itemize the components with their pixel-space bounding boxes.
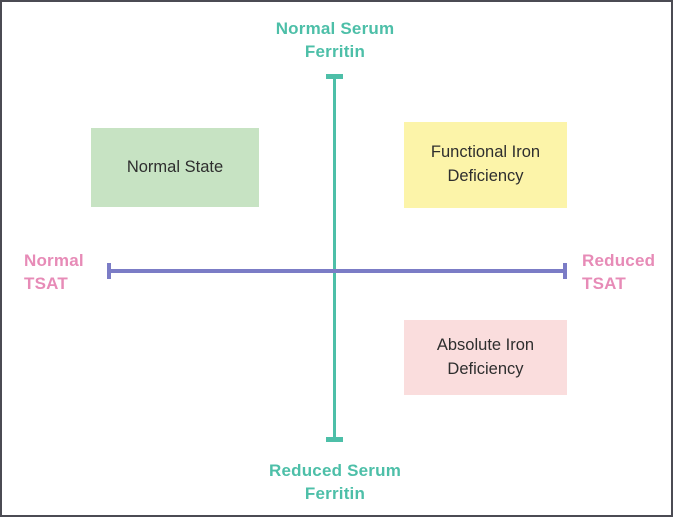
tsat-axis-right-cap [563,263,567,279]
axis-label-normal-serum-ferritin-line1: Normal Serum [275,19,395,38]
quadrant-box-absolute-iron-deficiency-label: Absolute Iron Deficiency [437,334,534,382]
quadrant-box-normal-state-label: Normal State [127,156,223,180]
quadrant-box-functional-iron-deficiency: Functional Iron Deficiency [404,122,567,208]
axis-label-normal-tsat: Normal TSAT [24,250,114,296]
quadrant-box-functional-iron-deficiency-label: Functional Iron Deficiency [431,141,540,189]
axis-label-normal-tsat-line1: Normal [24,251,84,270]
axis-label-normal-tsat-line2: TSAT [24,273,68,293]
tsat-axis-left-cap [107,263,111,279]
quadrant-box-absolute-iron-deficiency-label-line2: Deficiency [447,359,524,378]
axis-label-normal-serum-ferritin: Normal Serum Ferritin [205,18,465,64]
axis-label-normal-serum-ferritin-line2: Ferritin [304,41,366,61]
axis-label-reduced-serum-ferritin-line1: Reduced Serum [268,461,402,480]
quadrant-box-functional-iron-deficiency-label-line1: Functional Iron [430,143,541,162]
tsat-axis-line [107,269,567,273]
quadrant-box-absolute-iron-deficiency: Absolute Iron Deficiency [404,320,567,395]
serum-ferritin-axis-top-cap [326,74,343,79]
quadrant-box-normal-state-label-line1: Normal State [126,157,224,176]
quadrant-box-normal-state: Normal State [91,128,259,207]
quadrant-box-absolute-iron-deficiency-label-line1: Absolute Iron [436,335,535,354]
quadrant-box-functional-iron-deficiency-label-line2: Deficiency [447,167,524,185]
serum-ferritin-axis-bottom-cap [326,437,343,442]
axis-label-reduced-serum-ferritin: Reduced Serum Ferritin [205,460,465,506]
axis-label-reduced-tsat-line1: Reduced [582,251,656,270]
serum-ferritin-axis-line [333,74,336,442]
axis-label-reduced-tsat-line2: TSAT [582,273,626,293]
axis-label-reduced-serum-ferritin-line2: Ferritin [304,483,366,503]
axis-label-reduced-tsat: Reduced TSAT [582,250,671,296]
